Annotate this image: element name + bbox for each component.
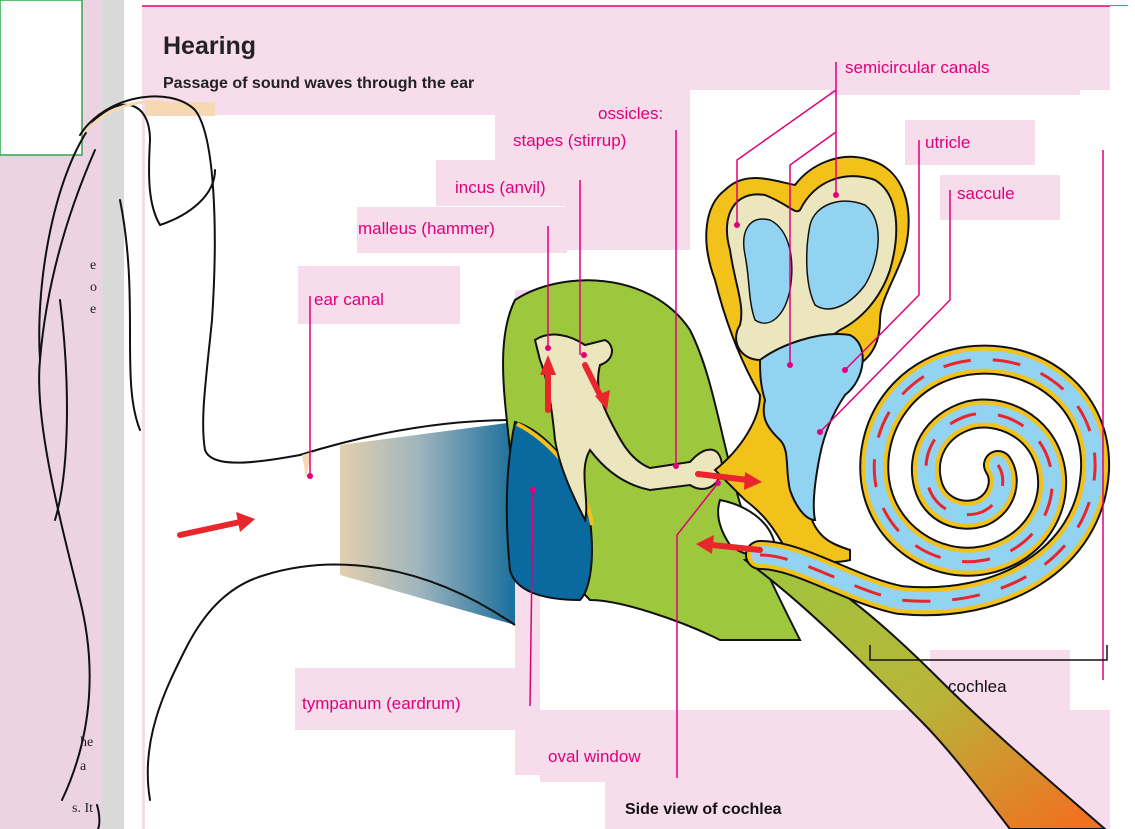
label-saccule: saccule: [957, 184, 1015, 204]
label-cochlea: cochlea: [948, 677, 1007, 697]
left-page-text-1: e: [90, 258, 96, 274]
label-utricle: utricle: [925, 133, 970, 153]
left-page-text-3: e: [90, 302, 96, 318]
diagram-subtitle: Passage of sound waves through the ear: [163, 75, 474, 93]
label-ear-canal: ear canal: [314, 290, 384, 310]
left-page-text-6: s. It: [72, 801, 93, 817]
label-semicircular-canals: semicircular canals: [845, 58, 990, 78]
label-incus: incus (anvil): [455, 178, 546, 198]
label-stapes: stapes (stirrup): [513, 131, 626, 151]
diagram-title: Hearing: [163, 32, 256, 61]
left-page-box: [0, 0, 82, 155]
diagram-caption: Side view of cochlea: [625, 801, 782, 819]
left-page-text-5: a: [80, 759, 86, 775]
page-gutter: [102, 0, 124, 829]
label-ossicles: ossicles:: [598, 104, 663, 124]
left-page-text-2: o: [90, 280, 97, 296]
label-tympanum: tympanum (eardrum): [302, 694, 461, 714]
label-malleus: malleus (hammer): [358, 219, 495, 239]
left-page-text-4: he: [80, 735, 93, 751]
label-oval-window: oval window: [548, 747, 641, 767]
